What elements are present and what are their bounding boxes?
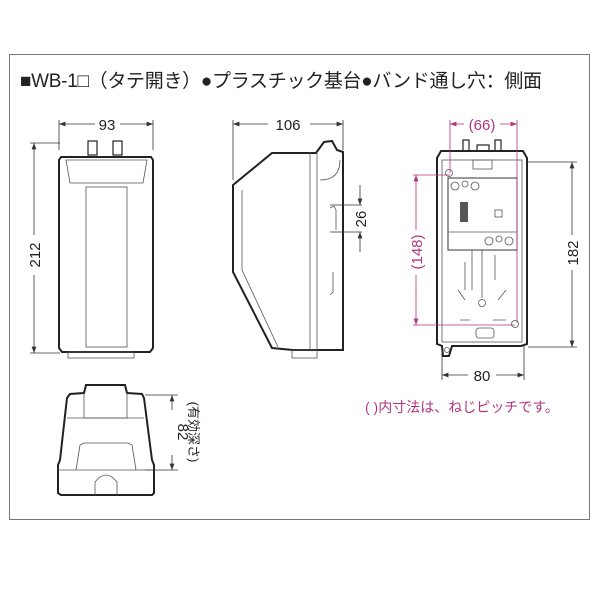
- drawing-frame: [9, 54, 590, 520]
- product-title: ■WB-1□（タテ開き）●プラスチック基台●バンド通し穴：側面: [20, 71, 542, 92]
- front-width-label: 93: [99, 117, 116, 134]
- bottom-view: 82 (有効深さ): [57, 384, 201, 496]
- side-view: 106 26: [232, 117, 370, 359]
- pitch-note: ( )内寸法は、ねじピッチです。: [365, 399, 559, 415]
- band-hole-label: 26: [353, 211, 370, 228]
- front-height-label: 212: [27, 242, 44, 267]
- bottom-depth-note: (有効深さ): [186, 402, 201, 463]
- base-width-label: 80: [474, 368, 491, 385]
- base-pitch-width-label: (66): [469, 117, 496, 134]
- side-depth-label: 106: [275, 117, 300, 134]
- base-view: (66) (148) 182 80: [409, 117, 582, 385]
- bottom-depth-label: 82: [174, 424, 191, 441]
- base-pitch-height-label: (148): [409, 234, 426, 269]
- front-view: 93 212: [27, 117, 154, 359]
- base-height-label: 182: [565, 240, 582, 265]
